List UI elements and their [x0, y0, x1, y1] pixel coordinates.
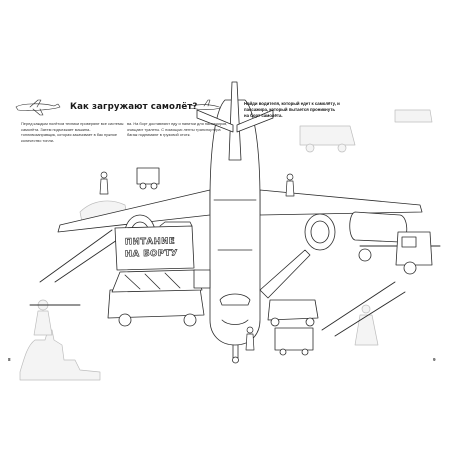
catering-truck [107, 221, 211, 327]
page-number-left: 8 [8, 357, 11, 362]
baggage-loader [259, 249, 319, 327]
intro-paragraph-right: ва. На борт доставляют еду и напитки для… [127, 121, 228, 138]
fuel-truck [349, 211, 433, 275]
catering-sign-line1: ПИТАНИЕ [124, 236, 176, 248]
catering-sign-line2: НА БОРТУ [124, 248, 179, 260]
small-plane-icon [15, 99, 61, 116]
intro-paragraph-left: Перед каждым полётом техники проверяют в… [21, 121, 124, 143]
service-cart [274, 327, 314, 356]
page-number-right: 9 [433, 357, 436, 362]
task-text: Найди водителя, который едет к самолёту,… [244, 101, 340, 118]
page-heading: Как загружают самолёт? [70, 102, 198, 112]
worker-figures [99, 171, 295, 351]
tug-vehicle [136, 167, 160, 190]
airplane-icon [57, 81, 423, 364]
